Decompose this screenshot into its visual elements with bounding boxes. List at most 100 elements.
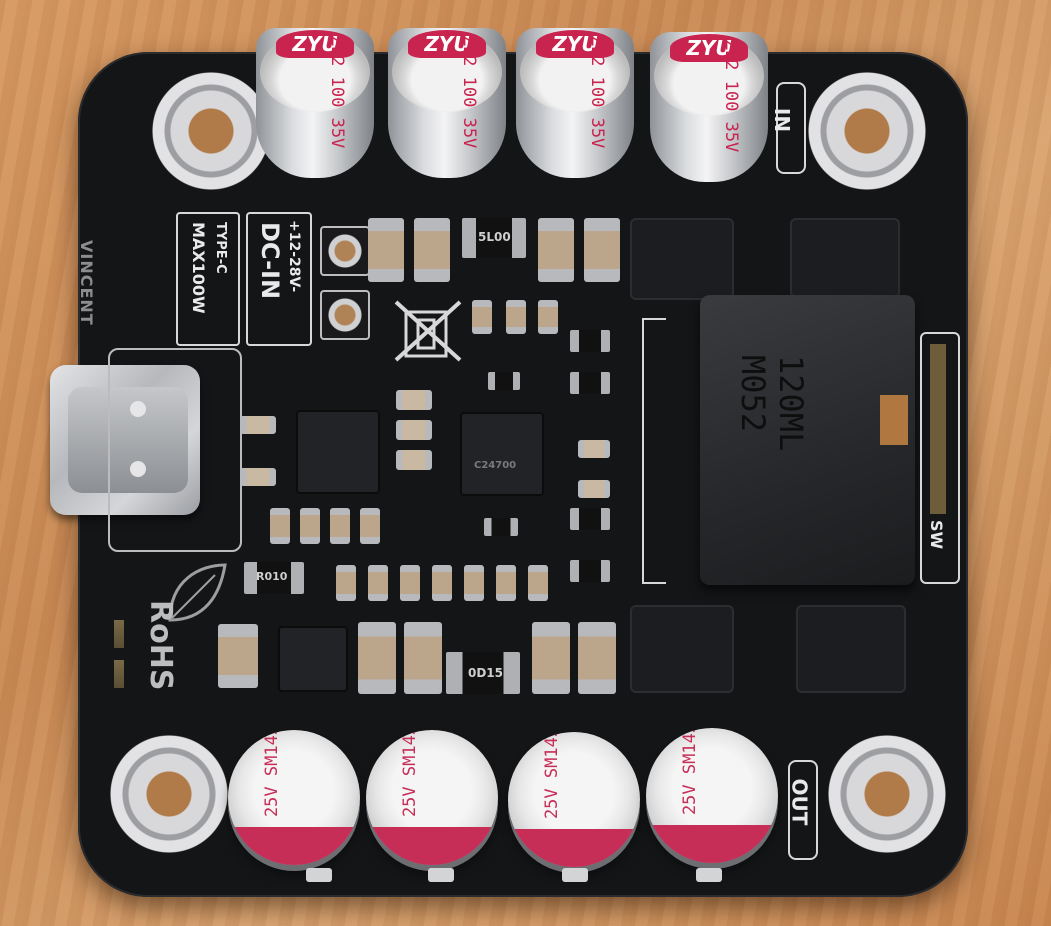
shunt-resistor-top-label: 5L00 (478, 230, 511, 244)
capacitor-brand: ZYU (552, 32, 598, 56)
smd-capacitor-small (396, 420, 432, 440)
input-capacitor: ZYU ZE2 100 35V (256, 28, 374, 178)
usb-outline (108, 348, 242, 552)
max-power-label: MAX100W (189, 222, 208, 314)
smd-capacitor-small (578, 440, 610, 458)
mounting-hole-top-right (808, 72, 926, 190)
inductor-marking-line2: M052 (734, 355, 772, 433)
weee-bin-icon (394, 300, 462, 362)
power-inductor: 120ML M052 (700, 295, 915, 585)
smd-capacitor-small (300, 508, 320, 544)
mosfet (630, 218, 734, 300)
capacitor-lead (306, 868, 332, 882)
smd-capacitor-small (368, 565, 388, 601)
dcin-label-box (246, 212, 312, 346)
in-label-box (776, 82, 806, 174)
smd-capacitor (584, 218, 620, 282)
buck-boost-controller-chip (460, 412, 544, 496)
type-label: TYPE-C (213, 222, 228, 274)
input-capacitor: ZYU ZE2 100 35V (388, 28, 506, 178)
smd-capacitor (538, 218, 574, 282)
dc-in-pad-positive (320, 226, 370, 276)
smd-capacitor-small (240, 416, 276, 434)
smd-capacitor-small (330, 508, 350, 544)
smd-capacitor-small (360, 508, 380, 544)
capacitor-rating: ZE2 100 35V (587, 35, 607, 149)
smd-capacitor-small (578, 480, 610, 498)
controller-chip-label: C24700 (474, 460, 517, 471)
capacitor-rating: ZE2 100 35V (327, 35, 347, 149)
smd-resistor (488, 372, 520, 390)
voltage-label: +12-28V- (286, 220, 302, 293)
smd-capacitor-small (506, 300, 526, 334)
dc-in-pad-negative (320, 290, 370, 340)
leaf-icon (168, 563, 227, 622)
sw-label-box (920, 332, 960, 584)
smd-resistor (570, 560, 610, 582)
capacitor-lead (428, 868, 454, 882)
smd-capacitor-small (432, 565, 452, 601)
shunt-resistor-bottom-label: 0D15 (468, 666, 504, 680)
smd-capacitor (414, 218, 450, 282)
smd-capacitor (368, 218, 404, 282)
capacitor-rating: ZE2 100 35V (459, 35, 479, 149)
mosfet (630, 605, 734, 693)
smd-capacitor-small (336, 565, 356, 601)
sense-resistor-mid-label: R010 (256, 570, 288, 583)
typec-label-box (176, 212, 240, 346)
smd-capacitor (218, 624, 258, 688)
output-capacitor: 100 25V SM145 (646, 728, 778, 863)
output-capacitor: 100 25V SM145 (366, 730, 498, 865)
capacitor-brand: ZYU (292, 32, 338, 56)
status-led (114, 660, 124, 688)
smd-capacitor-small (396, 390, 432, 410)
rohs-label: RoHS (143, 600, 178, 691)
smd-capacitor (578, 622, 616, 694)
capacitor-rating: ZE2 100 35V (721, 39, 741, 153)
brand-label: VINCENT (77, 240, 96, 326)
capacitor-brand: ZYU (686, 36, 732, 60)
capacitor-rating: 100 25V SM145 (542, 732, 562, 860)
mounting-hole-bottom-left (110, 735, 228, 853)
small-ic (278, 626, 348, 692)
sense-resistor-mid (244, 562, 304, 594)
smd-resistor (570, 508, 610, 530)
inductor-outline (642, 318, 666, 584)
smd-resistor (570, 372, 610, 394)
inductor-marking-line1: 120ML (772, 355, 810, 452)
smd-capacitor-small (496, 565, 516, 601)
capacitor-lead (562, 868, 588, 882)
smd-capacitor-small (270, 508, 290, 544)
mounting-hole-bottom-right (828, 735, 946, 853)
smd-capacitor-small (528, 565, 548, 601)
capacitor-rating: 100 25V SM145 (262, 730, 282, 858)
smd-capacitor-small (464, 565, 484, 601)
output-capacitor: 100 25V SM145 (508, 732, 640, 867)
smd-capacitor-small (538, 300, 558, 334)
capacitor-brand: ZYU (424, 32, 470, 56)
smd-capacitor-small (240, 468, 276, 486)
out-label: OUT (787, 778, 812, 826)
in-label: IN (770, 107, 795, 133)
smd-resistor (484, 518, 518, 536)
out-label-box (788, 760, 818, 860)
pd-controller-chip (296, 410, 380, 494)
capacitor-rating: 100 25V SM145 (680, 728, 700, 856)
shunt-resistor-bottom (446, 652, 520, 694)
input-capacitor: ZYU ZE2 100 35V (650, 32, 768, 182)
output-capacitor: 100 25V SM145 (228, 730, 360, 865)
mosfet (790, 218, 900, 298)
mounting-hole-top-left (152, 72, 270, 190)
smd-capacitor (404, 622, 442, 694)
status-led (114, 620, 124, 648)
sw-pad (930, 344, 946, 514)
mosfet (796, 605, 906, 693)
shunt-resistor-top (462, 218, 526, 258)
smd-capacitor-small (396, 450, 432, 470)
dcin-label: DC-IN (256, 222, 284, 300)
smd-resistor (570, 330, 610, 352)
input-capacitor: ZYU ZE2 100 35V (516, 28, 634, 178)
usb-c-port[interactable] (50, 365, 200, 515)
capacitor-rating: 100 25V SM145 (400, 730, 420, 858)
smd-capacitor (358, 622, 396, 694)
